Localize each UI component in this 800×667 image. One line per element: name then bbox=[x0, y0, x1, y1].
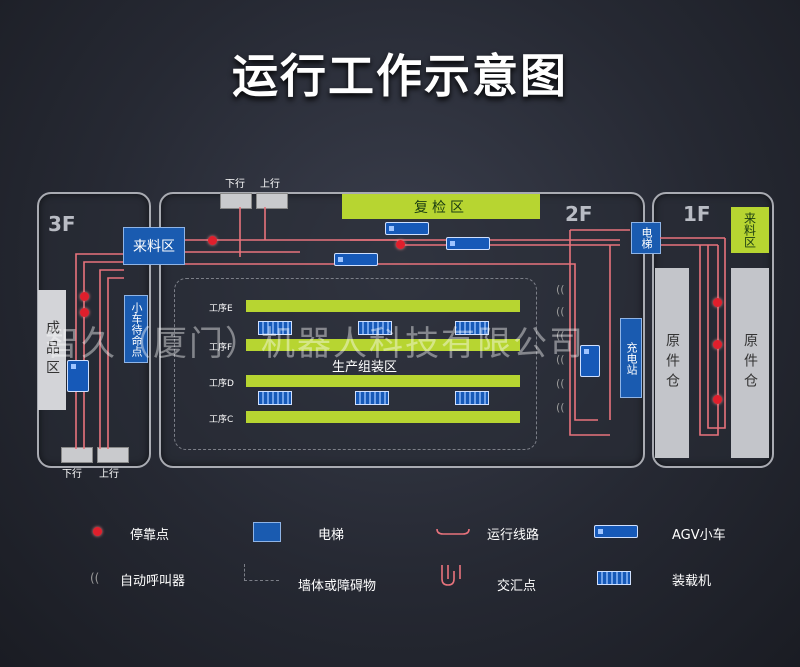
agv-vehicle bbox=[334, 253, 378, 266]
station-f-label: 工序F bbox=[209, 343, 233, 353]
station-c-label: 工序C bbox=[209, 415, 234, 425]
floor-3f-label: 3F bbox=[48, 212, 76, 236]
gate-bottom-down bbox=[61, 447, 93, 463]
legend-junction-icon bbox=[441, 565, 461, 586]
legend-junction-label: 交汇点 bbox=[497, 579, 537, 594]
legend-elevator-label: 电梯 bbox=[318, 528, 345, 543]
loader bbox=[355, 391, 389, 405]
stop-point bbox=[80, 308, 89, 317]
company-watermark: 智久（厦门）机器人科技有限公司 bbox=[45, 324, 585, 364]
floor-1f-label: 1F bbox=[683, 202, 711, 226]
legend-auto-caller-icon: (( bbox=[90, 571, 100, 585]
legend-agv-label: AGV小车 bbox=[672, 528, 726, 543]
stop-point bbox=[713, 395, 722, 404]
gate-bottom-down-label: 下行 bbox=[62, 469, 82, 480]
charging-station: 充电站 bbox=[620, 318, 642, 398]
legend-loader-label: 装载机 bbox=[672, 574, 712, 589]
agv-vehicle bbox=[385, 222, 429, 235]
assembly-zone-label: 生产组装区 bbox=[332, 360, 398, 375]
gate-top-up bbox=[256, 193, 288, 209]
gate-bottom-up-label: 上行 bbox=[99, 469, 119, 480]
reinspection-area: 复检区 bbox=[342, 194, 540, 219]
legend-elevator-icon bbox=[253, 522, 281, 542]
station-e-label: 工序E bbox=[209, 304, 233, 314]
stop-point bbox=[713, 298, 722, 307]
legend-wall-icon bbox=[244, 564, 279, 581]
loader bbox=[455, 391, 489, 405]
loader bbox=[258, 321, 292, 335]
station-d-line bbox=[246, 375, 520, 387]
auto-caller-icon: (( bbox=[556, 283, 565, 296]
incoming-area-3f: 来料区 bbox=[123, 227, 185, 265]
legend-stop-point-label: 停靠点 bbox=[130, 528, 170, 543]
agv-vehicle bbox=[446, 237, 490, 250]
station-e-line bbox=[246, 300, 520, 312]
auto-caller-icon: (( bbox=[556, 329, 565, 342]
agv-vehicle-vertical bbox=[67, 360, 89, 392]
legend-loader-icon bbox=[597, 571, 631, 585]
stop-point bbox=[713, 340, 722, 349]
legend-auto-caller-label: 自动呼叫器 bbox=[120, 574, 186, 589]
station-c-line bbox=[246, 411, 520, 423]
legend-agv-icon bbox=[594, 525, 638, 538]
gate-top-down-label: 下行 bbox=[225, 179, 245, 190]
legend-route-icon bbox=[436, 528, 470, 535]
gate-top-down bbox=[220, 193, 252, 209]
incoming-area-1f: 来料区 bbox=[731, 207, 769, 253]
legend-route-label: 运行线路 bbox=[487, 528, 540, 543]
loader bbox=[358, 321, 392, 335]
raw-parts-warehouse-right: 原件仓 bbox=[731, 268, 769, 458]
stop-point bbox=[396, 240, 405, 249]
stop-point bbox=[80, 292, 89, 301]
station-f-line bbox=[246, 339, 520, 351]
auto-caller-icon: (( bbox=[556, 377, 565, 390]
raw-parts-warehouse-left: 原件仓 bbox=[655, 268, 689, 458]
stop-point bbox=[208, 236, 217, 245]
agv-vehicle-vertical bbox=[580, 345, 600, 377]
loader bbox=[258, 391, 292, 405]
gate-bottom-up bbox=[97, 447, 129, 463]
loader bbox=[455, 321, 489, 335]
auto-caller-icon: (( bbox=[556, 353, 565, 366]
page-title: 运行工作示意图 bbox=[232, 49, 568, 103]
legend-wall-label: 墙体或障碍物 bbox=[298, 579, 377, 594]
finished-goods-area: 成品区 bbox=[38, 290, 66, 410]
agv-standby-point: 小车待命点 bbox=[124, 295, 148, 363]
auto-caller-icon: (( bbox=[556, 401, 565, 414]
legend-stop-point-icon bbox=[93, 527, 102, 536]
auto-caller-icon: (( bbox=[556, 305, 565, 318]
assembly-zone-boundary bbox=[174, 278, 537, 450]
floor-2f-label: 2F bbox=[565, 202, 593, 226]
gate-top-up-label: 上行 bbox=[260, 179, 280, 190]
station-d-label: 工序D bbox=[209, 379, 234, 389]
